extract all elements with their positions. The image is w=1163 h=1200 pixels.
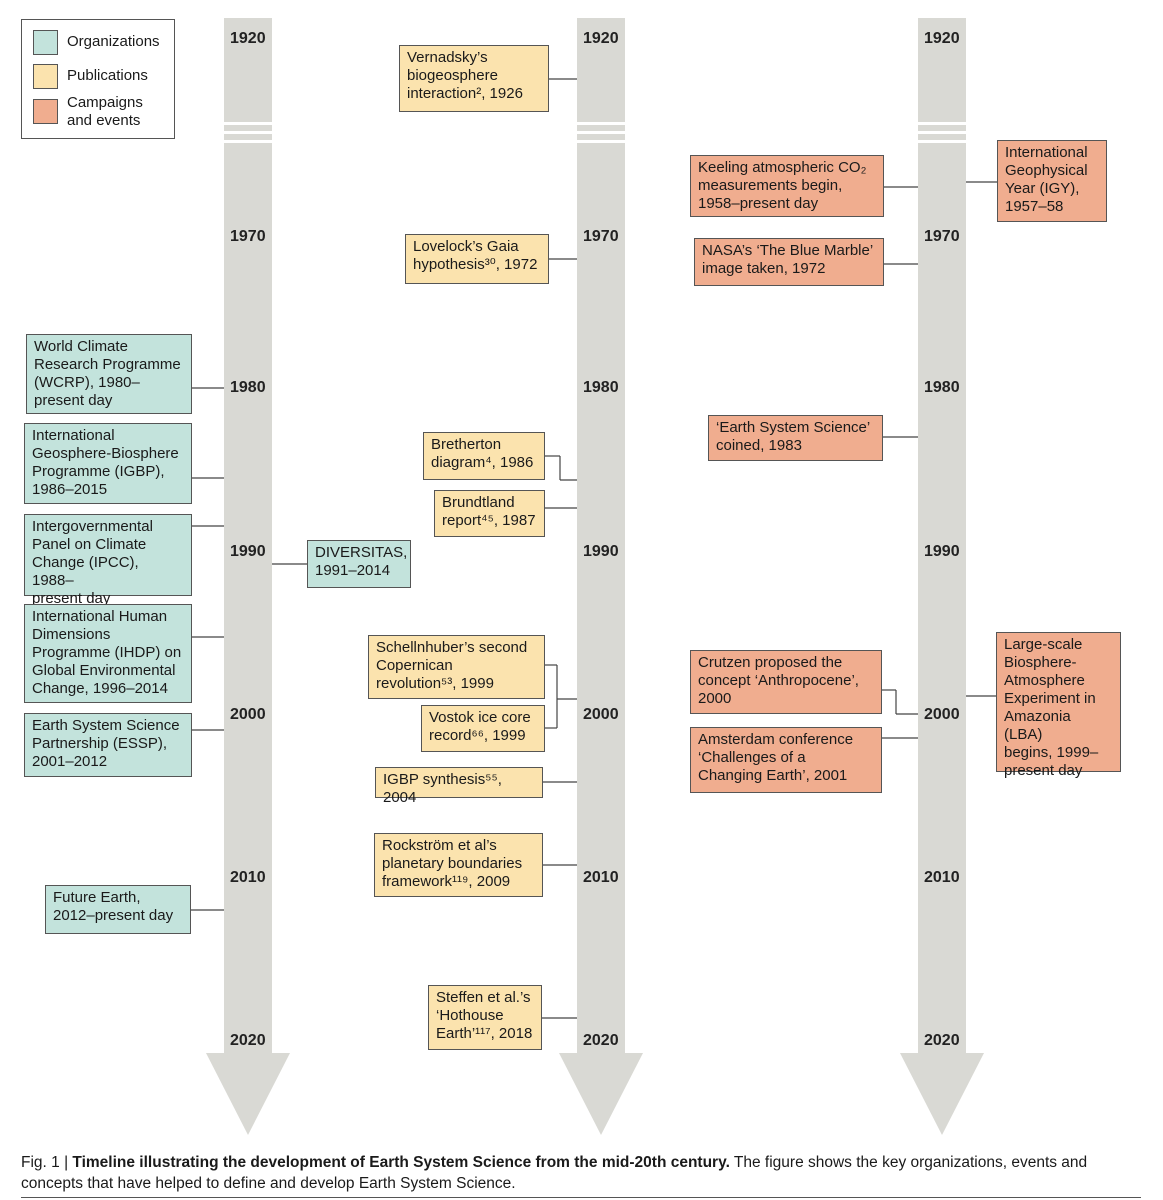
year-label-1970-right: 1970 [924, 228, 960, 245]
org-box-igbp: International Geosphere-Biosphere Progra… [24, 423, 192, 504]
pub-box-schellnhuber: Schellnhuber’s second Copernican revolut… [368, 635, 545, 699]
axis-break-middle-1 [577, 122, 625, 125]
year-label-1920-middle: 1920 [583, 30, 619, 47]
year-label-1990-right: 1990 [924, 543, 960, 560]
axis-break-left-1 [224, 122, 272, 125]
year-label-1990-middle: 1990 [583, 543, 619, 560]
timeline-arrowhead-left [206, 1053, 290, 1135]
legend-label-campaigns-events: Campaigns and events [67, 94, 143, 129]
org-box-ipcc: Intergovernmental Panel on Climate Chang… [24, 514, 192, 607]
year-label-1920-left: 1920 [230, 30, 266, 47]
evt-box-blue-marble: NASA’s ‘The Blue Marble’ image taken, 19… [694, 238, 884, 286]
year-label-1990-left: 1990 [230, 543, 266, 560]
org-box-diversitas: DIVERSITAS, 1991–2014 [307, 540, 411, 588]
org-box-wcrp: World Climate Research Programme (WCRP),… [26, 334, 192, 414]
axis-break-right-1 [918, 122, 966, 125]
evt-box-crutzen: Crutzen proposed the concept ‘Anthropoce… [690, 650, 882, 714]
org-box-ihdp: International Human Dimensions Programme… [24, 604, 192, 703]
caption-prefix: Fig. 1 | [21, 1154, 73, 1171]
caption-divider [21, 1197, 1141, 1198]
axis-break-right-3 [918, 140, 966, 143]
evt-box-igy: International Geophysical Year (IGY), 19… [997, 140, 1107, 222]
year-label-2000-left: 2000 [230, 706, 266, 723]
year-label-2020-left: 2020 [230, 1032, 266, 1049]
pub-box-igbp-synthesis: IGBP synthesis⁵⁵, 2004 [375, 767, 543, 806]
legend-label-organizations: Organizations [67, 33, 160, 50]
year-label-2000-right: 2000 [924, 706, 960, 723]
axis-break-right-2 [918, 131, 966, 134]
year-label-2010-middle: 2010 [583, 869, 619, 886]
timeline-shaft-right [918, 18, 966, 1058]
legend-label-publications: Publications [67, 67, 148, 84]
pub-box-vostok: Vostok ice core record⁶⁶, 1999 [421, 705, 545, 752]
org-box-essp: Earth System Science Partnership (ESSP),… [24, 713, 192, 777]
year-label-2020-middle: 2020 [583, 1032, 619, 1049]
caption-body: The figure shows the key organizations, … [21, 1154, 1088, 1192]
pub-box-steffen: Steffen et al.’s ‘Hothouse Earth’¹¹⁷, 20… [428, 985, 542, 1050]
year-label-1980-middle: 1980 [583, 379, 619, 396]
evt-box-amsterdam: Amsterdam conference ‘Challenges of a Ch… [690, 727, 882, 793]
timeline-arrows [191, 18, 997, 1135]
axis-break-left-2 [224, 131, 272, 134]
evt-box-ess-coined: ‘Earth System Science’ coined, 1983 [708, 415, 883, 461]
legend: Organizations Publications Campaigns and… [21, 19, 175, 139]
org-box-future-earth: Future Earth, 2012–present day [45, 885, 191, 934]
year-label-2010-left: 2010 [230, 869, 266, 886]
year-label-1920-right: 1920 [924, 30, 960, 47]
legend-swatch-organizations [33, 30, 58, 55]
axis-break-middle-3 [577, 140, 625, 143]
evt-box-lba: Large-scale Biosphere- Atmosphere Experi… [996, 632, 1121, 779]
figure-caption: Fig. 1 | Timeline illustrating the devel… [21, 1152, 1131, 1194]
year-label-2020-right: 2020 [924, 1032, 960, 1049]
caption-title: Timeline illustrating the development of… [72, 1154, 730, 1171]
year-label-2010-right: 2010 [924, 869, 960, 886]
legend-swatch-campaigns-events [33, 99, 58, 124]
year-label-1970-left: 1970 [230, 228, 266, 245]
evt-box-keeling: Keeling atmospheric CO₂ measurements beg… [690, 155, 884, 217]
timeline-shaft-left [224, 18, 272, 1058]
pub-box-brundtland: Brundtland report⁴⁵, 1987 [434, 490, 545, 537]
pub-box-rockstrom: Rockström et al’s planetary boundaries f… [374, 833, 543, 897]
timeline-arrowhead-right [900, 1053, 984, 1135]
year-label-2000-middle: 2000 [583, 706, 619, 723]
timeline-shaft-middle [577, 18, 625, 1058]
year-label-1980-right: 1980 [924, 379, 960, 396]
pub-box-vernadsky: Vernadsky’s biogeosphere interaction², 1… [399, 45, 549, 112]
legend-swatch-publications [33, 64, 58, 89]
axis-break-left-3 [224, 140, 272, 143]
pub-box-lovelock: Lovelock’s Gaia hypothesis³⁰, 1972 [405, 234, 549, 284]
timeline-arrowhead-middle [559, 1053, 643, 1135]
pub-box-bretherton: Bretherton diagram⁴, 1986 [423, 432, 545, 480]
axis-break-middle-2 [577, 131, 625, 134]
year-label-1970-middle: 1970 [583, 228, 619, 245]
year-label-1980-left: 1980 [230, 379, 266, 396]
